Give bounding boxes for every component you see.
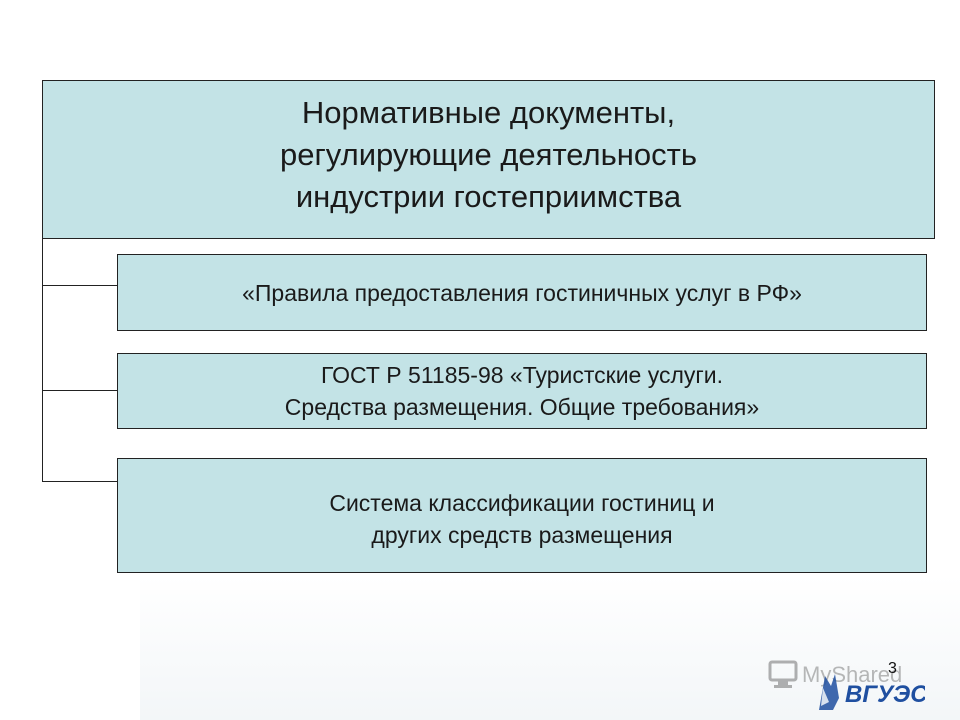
item-box-hotel-rules: «Правила предоставления гостиничных услу… bbox=[117, 254, 927, 331]
university-logo: ВГУЭС bbox=[819, 674, 925, 710]
monitor-icon bbox=[768, 660, 798, 682]
connector-vertical-line bbox=[42, 239, 43, 482]
connector-branch-1 bbox=[42, 285, 117, 286]
myshared-watermark: MyShared bbox=[768, 660, 902, 688]
item-box-classification: Система классификации гостиниц и других … bbox=[117, 458, 927, 573]
item-label-classification: Система классификации гостиниц и других … bbox=[329, 490, 715, 548]
item-label-hotel-rules: «Правила предоставления гостиничных услу… bbox=[242, 279, 802, 306]
header-box: Нормативные документы, регулирующие деят… bbox=[42, 80, 935, 239]
page-number: 3 bbox=[888, 660, 897, 677]
connector-branch-3 bbox=[42, 481, 117, 482]
item-label-gost: ГОСТ Р 51185-98 «Туристские услуги. Сред… bbox=[284, 362, 760, 420]
watermark-text: MyShared bbox=[802, 662, 902, 687]
item-box-gost: ГОСТ Р 51185-98 «Туристские услуги. Сред… bbox=[117, 353, 927, 429]
connector-branch-2 bbox=[42, 390, 117, 391]
logo-text: ВГУЭС bbox=[845, 681, 925, 708]
header-title: Нормативные документы, регулирующие деят… bbox=[280, 94, 697, 214]
